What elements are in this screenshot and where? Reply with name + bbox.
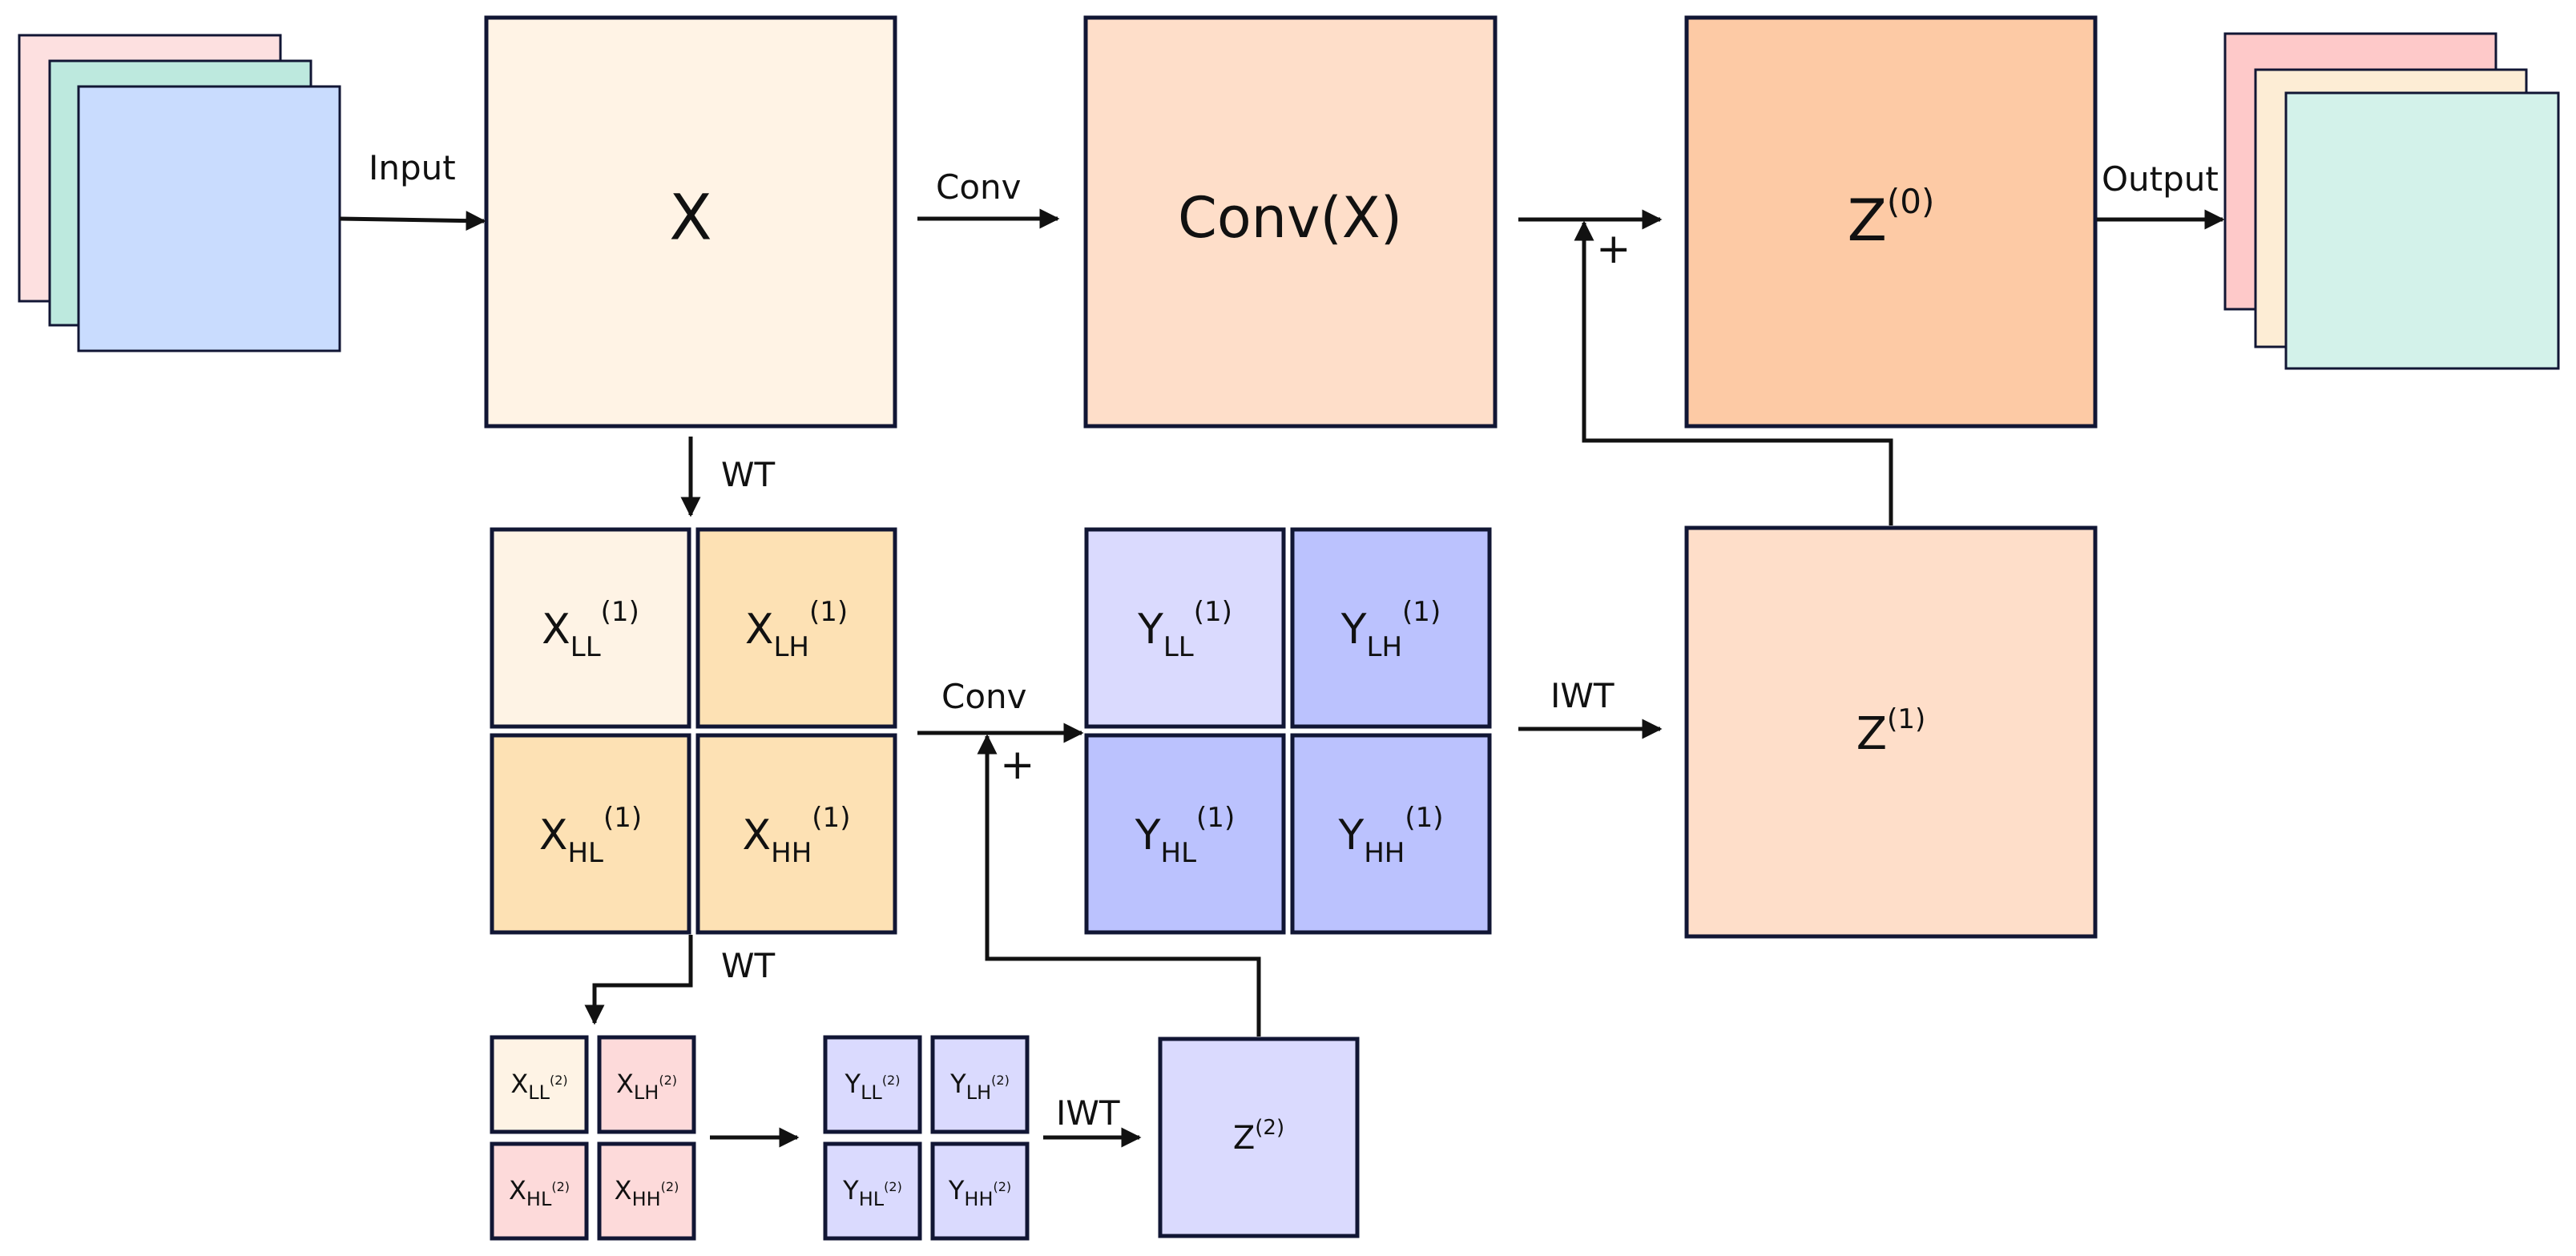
node-conv-x-label: Conv(X) — [1178, 185, 1402, 251]
label-iwt-1: IWT — [1550, 676, 1615, 715]
node-z1: Z(1) — [1684, 525, 2098, 939]
level1-x-grid: XLL(1) XLH(1) XHL(1) XHH(1) — [490, 527, 897, 935]
cell-y-ll-2: YLL(2) — [823, 1035, 922, 1134]
cell-x-hh-2-label: XHH(2) — [615, 1175, 679, 1210]
cell-y-hl-2: YHL(2) — [823, 1141, 922, 1241]
cell-x-ll-1-label: XLL(1) — [542, 596, 639, 663]
label-conv-top: Conv — [936, 167, 1022, 207]
node-z2: Z(2) — [1158, 1037, 1360, 1238]
cell-y-hl-1-label: YHL(1) — [1135, 802, 1235, 869]
cell-y-lh-2: YLH(2) — [930, 1035, 1030, 1134]
label-wt-2: WT — [721, 946, 776, 985]
arrow-z2-skip — [977, 734, 1261, 1037]
label-plus-top: + — [1596, 225, 1631, 273]
node-z0: Z(0) — [1684, 15, 2098, 429]
cell-x-lh-2-label: XLH(2) — [616, 1069, 677, 1104]
connectors — [339, 208, 2225, 1148]
label-wt-1: WT — [721, 455, 776, 494]
edge-labels: Input Conv + Output WT Conv + IWT WT IWT — [369, 148, 2219, 1133]
cell-y-hl-2-label: YHL(2) — [842, 1175, 902, 1210]
arrow-wt-2 — [584, 935, 693, 1025]
cell-x-hh-2: XHH(2) — [597, 1141, 696, 1241]
label-conv-mid: Conv — [941, 677, 1027, 716]
cell-x-hl-2: XHL(2) — [490, 1141, 589, 1241]
cell-y-ll-1: YLL(1) — [1084, 527, 1286, 729]
node-x: X — [484, 15, 897, 429]
z0-sup: (0) — [1887, 182, 1935, 221]
node-x-label: X — [669, 182, 712, 254]
cell-y-hh-2: YHH(2) — [930, 1141, 1030, 1241]
cell-y-lh-1: YLH(1) — [1290, 527, 1492, 729]
label-input: Input — [369, 148, 456, 187]
z0-base: Z — [1848, 187, 1887, 254]
cell-x-ll-1: XLL(1) — [490, 527, 691, 729]
cell-x-lh-2: XLH(2) — [597, 1035, 696, 1134]
cell-y-hh-1-label: YHH(1) — [1337, 802, 1443, 869]
cell-x-lh-1-label: XLH(1) — [745, 596, 848, 663]
output-feature-stack — [2223, 32, 2560, 370]
node-conv-x: Conv(X) — [1083, 15, 1498, 429]
output-layer-3 — [2284, 91, 2560, 370]
cell-y-ll-1-label: YLL(1) — [1137, 596, 1232, 663]
cell-x-hl-1-label: XHL(1) — [539, 802, 642, 869]
cell-y-ll-2-label: YLL(2) — [845, 1069, 901, 1104]
node-z2-label: Z(2) — [1233, 1116, 1284, 1157]
level2-x-grid: XLL(2) XLH(2) XHL(2) XHH(2) — [490, 1035, 696, 1241]
input-layer-3 — [77, 85, 341, 352]
arrow-input — [339, 211, 486, 231]
node-z1-label: Z(1) — [1856, 703, 1926, 760]
cell-y-lh-1-label: YLH(1) — [1340, 596, 1441, 663]
level1-y-grid: YLL(1) YLH(1) YHL(1) YHH(1) — [1084, 527, 1492, 935]
cell-y-hh-1: YHH(1) — [1290, 733, 1492, 935]
label-iwt-2: IWT — [1056, 1093, 1120, 1133]
label-output: Output — [2102, 159, 2219, 199]
cell-x-lh-1: XLH(1) — [695, 527, 897, 729]
level2-y-grid: YLL(2) YLH(2) YHL(2) YHH(2) — [823, 1035, 1030, 1241]
arrow-z1-skip — [1574, 220, 1893, 525]
cell-y-lh-2-label: YLH(2) — [949, 1069, 1010, 1104]
node-z0-label: Z(0) — [1848, 182, 1935, 254]
cell-x-ll-2-label: XLL(2) — [510, 1069, 567, 1104]
cell-y-hl-1: YHL(1) — [1084, 733, 1286, 935]
cell-x-ll-2: XLL(2) — [490, 1035, 589, 1134]
cell-x-hl-2-label: XHL(2) — [509, 1175, 570, 1210]
cell-y-hh-2-label: YHH(2) — [948, 1175, 1011, 1210]
label-plus-mid: + — [1000, 741, 1035, 789]
cell-x-hh-1: XHH(1) — [695, 733, 897, 935]
input-feature-stack — [18, 34, 341, 352]
cell-x-hl-1: XHL(1) — [490, 733, 691, 935]
cell-x-hh-1-label: XHH(1) — [743, 802, 851, 869]
